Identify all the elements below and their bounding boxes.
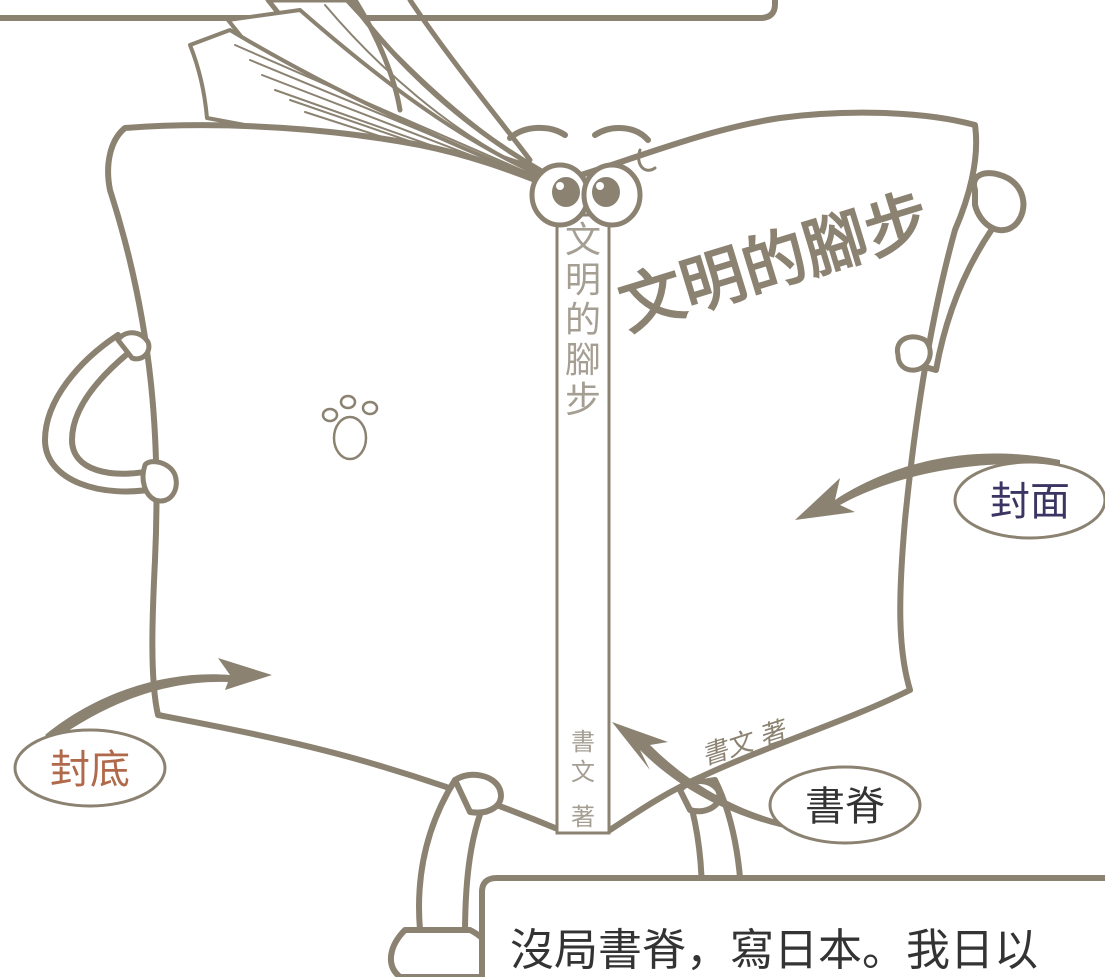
back-cover-label-text: 封底 bbox=[50, 747, 130, 793]
spine-label-text: 書脊 bbox=[805, 784, 885, 830]
spine-author: 書 文 著 bbox=[571, 728, 595, 831]
spine-title-char: 腳 bbox=[565, 340, 601, 381]
spine-author-char: 文 bbox=[571, 758, 595, 786]
paw-print-icon bbox=[321, 394, 379, 461]
front-cover-label-text: 封面 bbox=[990, 479, 1070, 525]
top-speech-bubble bbox=[0, 0, 778, 21]
left-shoulder bbox=[115, 330, 152, 362]
bottom-bubble-text: 沒局書脊，寫日本。我日以 bbox=[510, 925, 1038, 976]
left-eyebrow bbox=[507, 124, 568, 141]
spine-title-char: 文 bbox=[565, 220, 601, 261]
spine-author-char: 著 bbox=[571, 803, 595, 831]
back-cover-label: 封底 bbox=[13, 728, 167, 808]
left-fist bbox=[140, 459, 179, 504]
spine-title-char: 的 bbox=[565, 300, 601, 341]
spine-title-char: 明 bbox=[565, 260, 601, 301]
spine-title-char: 步 bbox=[565, 380, 601, 421]
back-cover-arrow bbox=[45, 658, 272, 742]
right-shoulder bbox=[894, 334, 933, 373]
front-cover-arrow bbox=[795, 453, 1060, 520]
face bbox=[507, 124, 657, 228]
right-pupil bbox=[592, 177, 620, 207]
spine-label: 書脊 bbox=[768, 765, 922, 845]
left-pupil bbox=[552, 177, 580, 207]
bottom-speech-bubble bbox=[479, 875, 1105, 977]
spine-title: 文 明 的 腳 步 bbox=[565, 220, 601, 421]
right-fist bbox=[971, 170, 1027, 234]
spine-author-char: 書 bbox=[571, 728, 595, 756]
right-eyebrow bbox=[592, 125, 651, 143]
arrows bbox=[45, 453, 1060, 835]
spine-arrow bbox=[612, 722, 832, 835]
front-cover-label: 封面 bbox=[953, 460, 1105, 540]
